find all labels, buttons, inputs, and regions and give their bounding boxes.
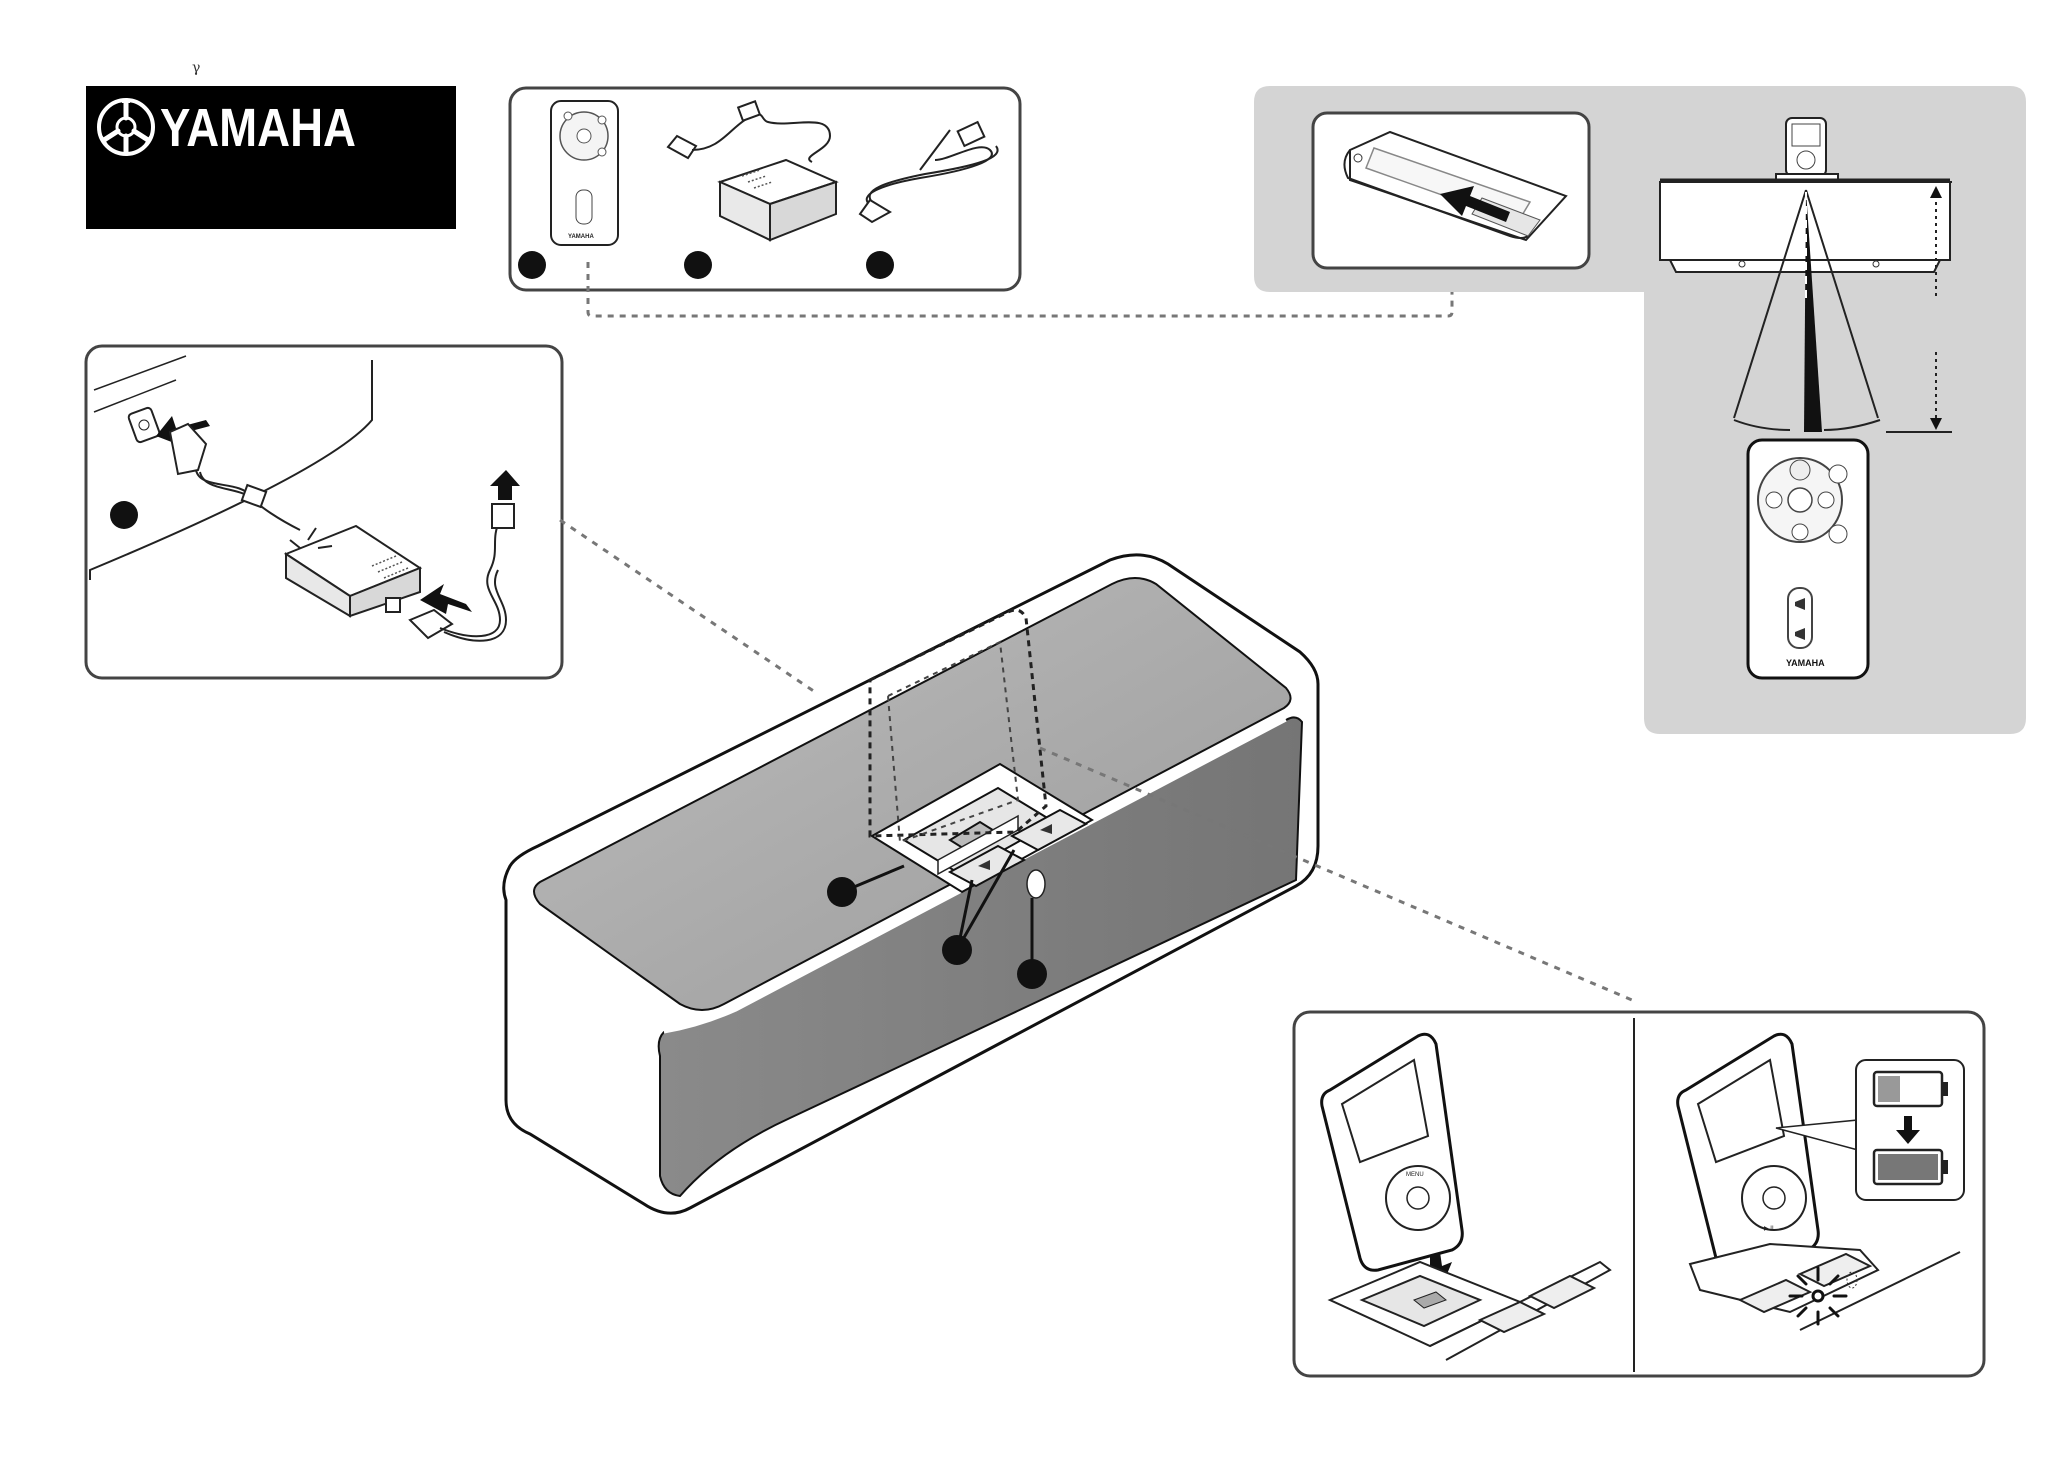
corner-mark: γ bbox=[192, 60, 200, 76]
ipod-play-label: ▶ II bbox=[1764, 1226, 1774, 1232]
charge-indicator-light bbox=[1027, 870, 1045, 898]
ipod-menu-label: MENU bbox=[1406, 1172, 1424, 1178]
callout-indicator bbox=[1017, 959, 1047, 989]
battery-insertion-illustration bbox=[1313, 113, 1589, 268]
remote-large-brand: YAMAHA bbox=[1786, 658, 1825, 668]
leader-power-to-speaker bbox=[560, 520, 818, 694]
remote-control-icon: YAMAHA bbox=[551, 101, 618, 245]
battery-low-icon bbox=[1874, 1072, 1948, 1106]
accessories-panel: YAMAHA bbox=[510, 88, 1020, 290]
logo-wordmark: YAMAHA bbox=[160, 98, 356, 158]
callout-remote bbox=[518, 251, 546, 279]
callout-adaptor bbox=[684, 251, 712, 279]
power-connection-panel bbox=[86, 346, 562, 678]
callout-cable bbox=[866, 251, 894, 279]
callout-dock-connector bbox=[827, 877, 857, 907]
brand-block: γ YAMAHA bbox=[86, 60, 456, 229]
charge-blink-icon bbox=[1790, 1268, 1846, 1324]
callout-dc-in bbox=[110, 501, 138, 529]
callout-volume-buttons bbox=[942, 935, 972, 965]
speaker-system-illustration bbox=[504, 555, 1318, 1213]
battery-full-icon bbox=[1874, 1150, 1948, 1184]
dock-detail-panel: MENU ▶ II bbox=[1294, 1012, 1984, 1376]
remote-brand-label: YAMAHA bbox=[568, 234, 594, 240]
remote-large-icon: YAMAHA bbox=[1748, 440, 1868, 678]
